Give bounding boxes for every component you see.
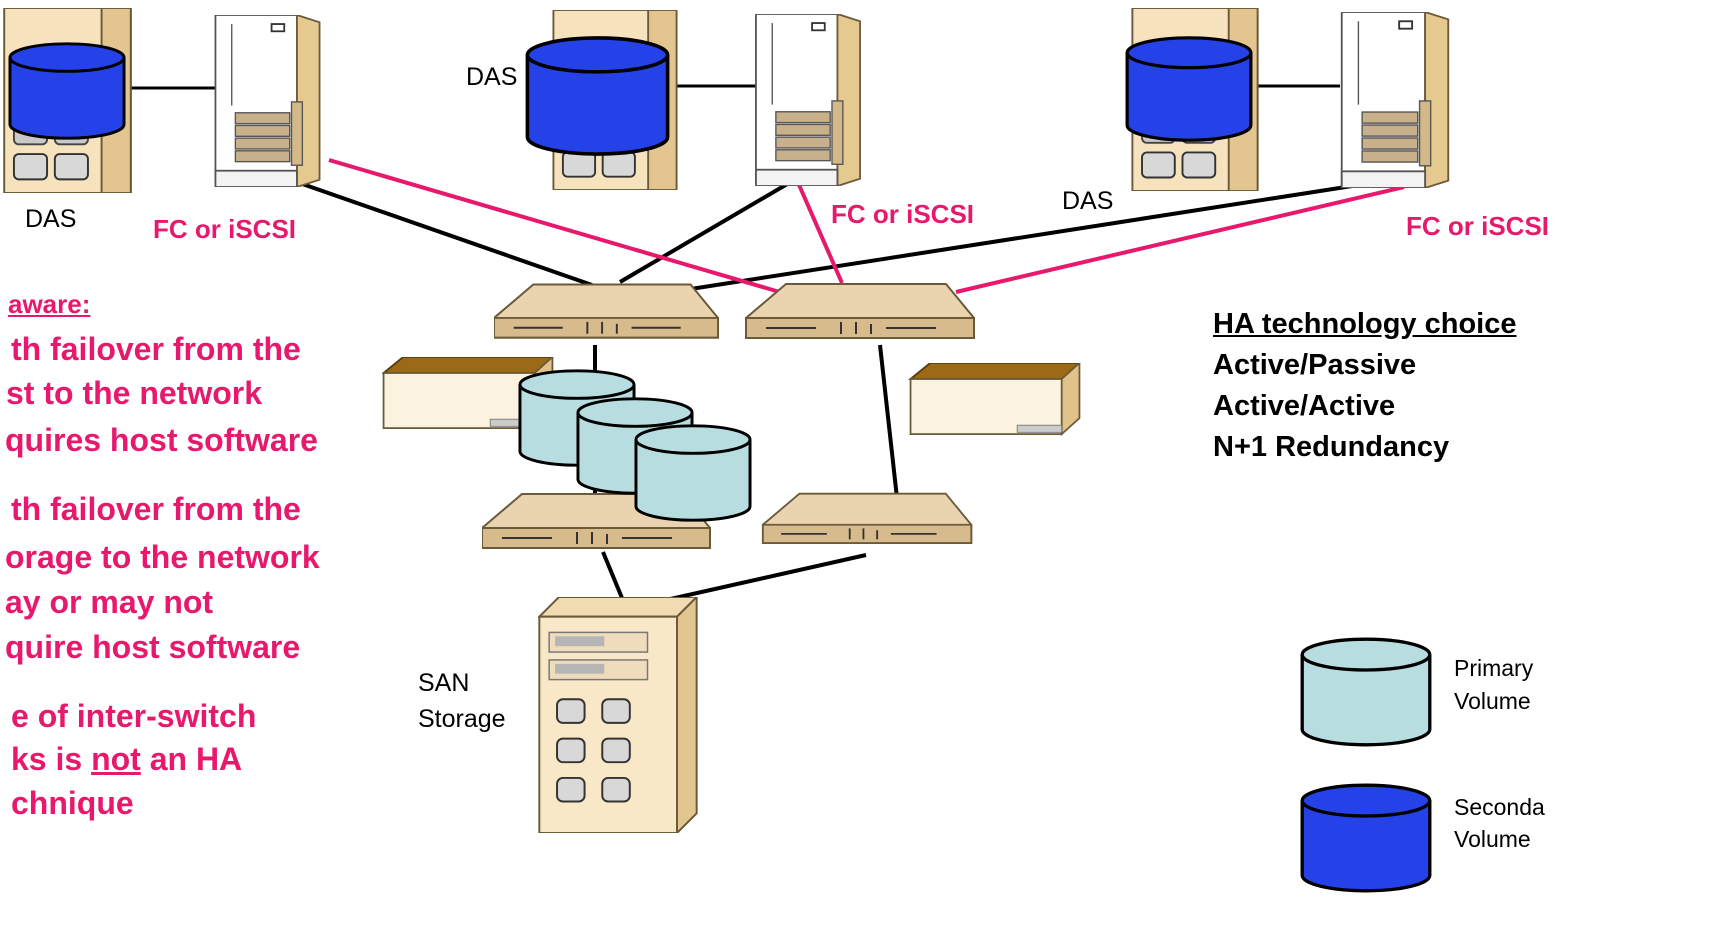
fc-iscsi-label-left: FC or iSCSI [153,214,297,244]
fc-iscsi-label-right: FC or iSCSI [1406,211,1550,241]
pink-link-right-host [955,185,1405,294]
secondary-volume-middle [525,36,670,156]
aware-line: th failover from the [11,331,301,367]
switch-to-san-right [665,553,867,602]
server-left [214,15,321,187]
aware-line: orage to the network [5,539,320,575]
aware-line-isl: ks is not an HA [11,740,242,779]
switch-top-right [745,282,976,340]
san-storage-label-line2: Storage [418,705,506,733]
san-storage-label-line1: SAN [418,669,470,697]
pink-link-left-host [328,158,784,295]
aware-line: st to the network [6,375,263,411]
aware-line: quires host software [5,422,318,458]
aware-line: ay or may not [5,584,214,620]
aware-line: th failover from the [11,491,301,527]
server-right [1340,12,1450,188]
switch-to-san-left [601,551,624,599]
aware-line: chnique [11,785,134,821]
legend-primary-line1: Primary [1454,655,1534,681]
legend-secondary-line1: Seconda [1454,794,1545,820]
aware-line: e of inter-switch [11,698,257,734]
pink-link-middle-host [794,177,844,284]
aware-line: quire host software [5,629,301,665]
aware-emphasis-not: not [91,741,141,777]
secondary-volume-right [1125,35,1253,143]
switch-bottom-right [761,492,973,544]
flat-server-right [909,363,1081,436]
legend-primary-volume-icon [1300,637,1432,747]
das-label-right: DAS [1062,187,1114,215]
das-label-left: DAS [25,205,77,233]
ha-item: Active/Passive [1213,349,1417,381]
ha-item: Active/Active [1213,390,1396,422]
black-link-middle-host [618,181,791,284]
legend-secondary-volume-icon [1300,783,1432,893]
switch-top-left [494,283,720,339]
aware-heading: aware: [8,289,91,319]
server-middle [754,14,862,186]
san-storage-cabinet [538,597,698,833]
fc-iscsi-label-middle: FC or iSCSI [831,199,975,229]
black-link-left-host [267,170,593,287]
black-link-right-host [664,175,1411,295]
legend-primary-line2: Volume [1454,688,1531,714]
ha-heading: HA technology choice [1213,308,1517,340]
secondary-volume-left [8,42,126,140]
switch-link-right-vertical [878,344,899,499]
connections [122,84,1411,602]
legend-secondary-line2: Volume [1454,826,1531,852]
aware-text-segment: ks is [11,741,92,777]
primary-volume-3 [634,424,752,522]
aware-text-segment: an HA [140,741,243,777]
ha-item: N+1 Redundancy [1213,431,1450,463]
das-label-middle: DAS [466,63,518,91]
